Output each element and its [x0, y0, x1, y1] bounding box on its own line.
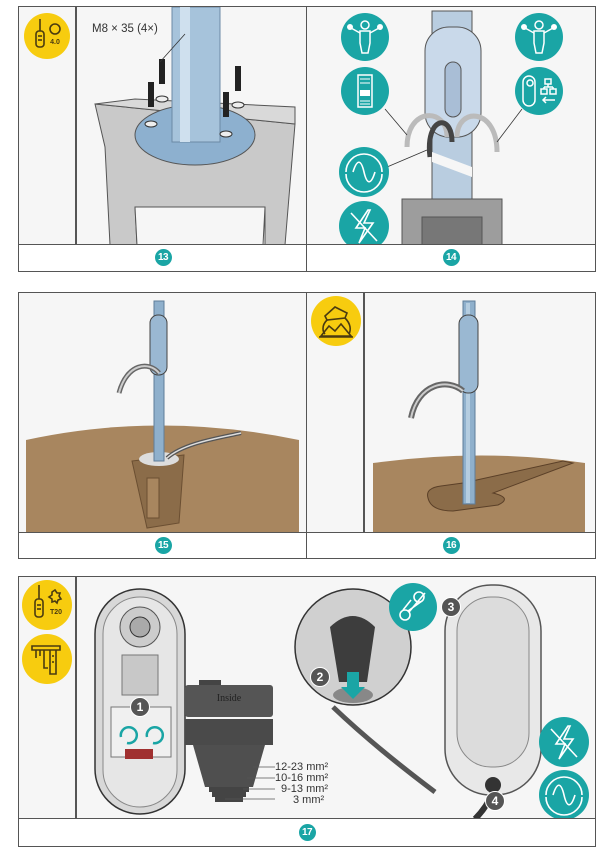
step-number-15: 15 [154, 536, 172, 554]
cable-size-2: 10-16 mm² [275, 772, 329, 784]
cable-size-3: 9-13 mm² [281, 783, 329, 795]
caliper-icon [22, 634, 72, 684]
step-17-illustration: T20 Inside [19, 577, 595, 819]
ac-power-icon-2 [539, 770, 589, 818]
network-diagram-icon [515, 67, 563, 115]
callout-1: 1 [130, 697, 150, 717]
ac-power-icon [339, 147, 389, 197]
step-16-panel: 16 [306, 292, 596, 559]
sand-bag-icon [311, 296, 361, 346]
callout-2: 2 [310, 667, 330, 687]
cable-size-4: 3 mm² [293, 794, 325, 806]
step-number-16: 16 [442, 536, 460, 554]
step-14-panel: 14 [306, 6, 596, 272]
step-13-panel: 4.0 M8 × 35 (4×) 13 [18, 6, 308, 272]
screwdriver-torx-icon: T20 [22, 580, 72, 630]
no-voltage-icon [339, 201, 389, 244]
step-15-illustration [19, 293, 307, 533]
no-voltage-icon-2 [539, 717, 589, 767]
step-15-panel: 15 [18, 292, 308, 559]
step-number-13: 13 [154, 249, 172, 266]
cable-size-1: 12-23 mm² [275, 761, 329, 773]
qualified-person-icon [341, 13, 389, 61]
svg-text:Inside: Inside [217, 693, 242, 704]
svg-text:T20: T20 [50, 609, 62, 616]
qualified-person-icon-2 [515, 13, 563, 61]
step-17-panel: T20 Inside [18, 576, 596, 847]
step-number-17: 17 [298, 824, 316, 841]
callout-3: 3 [441, 597, 461, 617]
bolt-spec-label: M8 × 35 (4×) [92, 23, 158, 35]
breaker-module-icon [341, 67, 389, 115]
step-number-14: 14 [442, 249, 460, 266]
step-14-illustration [307, 7, 595, 245]
step-16-illustration [307, 293, 595, 533]
screwdriver-hex-icon: 4.0 [24, 13, 70, 59]
step-13-illustration: 4.0 M8 × 35 (4×) [19, 7, 307, 245]
svg-text:4.0: 4.0 [50, 39, 60, 46]
callout-4: 4 [485, 791, 505, 811]
scissors-icon [389, 583, 437, 631]
